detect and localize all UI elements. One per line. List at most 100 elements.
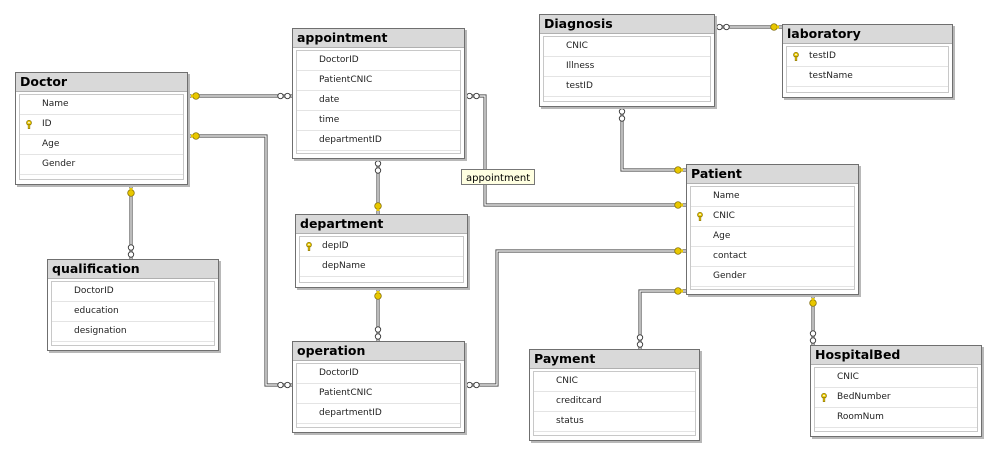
column-row[interactable]: DoctorID <box>297 51 460 71</box>
column-row[interactable]: CNIC <box>691 207 854 227</box>
column-name: contact <box>713 251 747 261</box>
column-name: CNIC <box>837 372 859 382</box>
link-diagnosis-laboratory[interactable] <box>715 23 782 31</box>
primary-key-icon <box>793 52 799 61</box>
column-name: CNIC <box>566 41 588 51</box>
column-row[interactable]: CNIC <box>544 37 710 57</box>
column-list: testID testName <box>786 46 949 93</box>
column-row[interactable]: testID <box>544 77 710 97</box>
column-row[interactable]: date <box>297 91 460 111</box>
column-row[interactable]: PatientCNIC <box>297 384 460 404</box>
column-name: DoctorID <box>319 368 359 378</box>
link-doctor-appointment[interactable] <box>188 92 292 100</box>
column-list: DoctorID PatientCNIC date time departmentID <box>296 50 461 154</box>
relationship-tooltip: appointment <box>461 169 536 185</box>
column-list: CNIC Illness testID <box>543 36 711 102</box>
table-title[interactable]: operation <box>293 342 464 361</box>
column-name: Name <box>713 191 740 201</box>
column-name: Name <box>42 99 69 109</box>
column-name: Gender <box>42 159 76 169</box>
column-row[interactable]: depID <box>300 237 463 257</box>
column-row[interactable]: status <box>534 412 695 432</box>
column-name: Age <box>42 139 60 149</box>
column-row[interactable]: PatientCNIC <box>297 71 460 91</box>
column-name: testID <box>809 51 836 61</box>
column-row[interactable]: BedNumber <box>815 388 977 408</box>
table-title[interactable]: HospitalBed <box>811 346 981 365</box>
column-row[interactable]: departmentID <box>297 404 460 424</box>
link-patient-hospitalbed[interactable] <box>809 295 817 345</box>
link-patient-payment[interactable] <box>636 287 686 349</box>
column-row[interactable]: designation <box>52 322 214 342</box>
column-name: Gender <box>713 271 747 281</box>
column-list: depID depName <box>299 236 464 283</box>
table-title[interactable]: Patient <box>687 165 858 184</box>
column-row[interactable]: CNIC <box>815 368 977 388</box>
table-title[interactable]: Diagnosis <box>540 15 714 34</box>
column-name: PatientCNIC <box>319 75 373 85</box>
primary-key-icon <box>26 120 32 129</box>
primary-key-icon <box>821 393 827 402</box>
link-appointment-department[interactable] <box>374 159 382 214</box>
column-name: depID <box>322 241 349 251</box>
primary-key-icon <box>697 212 703 221</box>
table-laboratory[interactable]: laboratory testID testName <box>782 24 953 98</box>
column-row[interactable]: Age <box>20 135 183 155</box>
column-row[interactable]: ID <box>20 115 183 135</box>
table-title[interactable]: Doctor <box>16 73 187 92</box>
column-row[interactable]: depName <box>300 257 463 277</box>
table-title[interactable]: department <box>296 215 467 234</box>
column-row[interactable]: Name <box>691 187 854 207</box>
column-row[interactable]: Illness <box>544 57 710 77</box>
table-title[interactable]: appointment <box>293 29 464 48</box>
column-name: ID <box>42 119 52 129</box>
column-row[interactable]: testName <box>787 67 948 87</box>
link-doctor-qualification[interactable] <box>127 185 135 259</box>
link-diagnosis-patient[interactable] <box>618 107 686 174</box>
column-row[interactable]: Gender <box>691 267 854 287</box>
table-department[interactable]: department depID depName <box>295 214 468 288</box>
table-title[interactable]: qualification <box>48 260 218 279</box>
column-row[interactable]: CNIC <box>534 372 695 392</box>
column-row[interactable]: DoctorID <box>297 364 460 384</box>
link-department-operation[interactable] <box>374 288 382 341</box>
column-row[interactable]: Gender <box>20 155 183 175</box>
column-row[interactable]: Name <box>20 95 183 115</box>
column-row[interactable]: RoomNum <box>815 408 977 428</box>
column-row[interactable]: time <box>297 111 460 131</box>
column-name: date <box>319 95 340 105</box>
column-name: PatientCNIC <box>319 388 373 398</box>
column-name: depName <box>322 261 366 271</box>
column-name: time <box>319 115 340 125</box>
link-appointment-patient[interactable] <box>465 92 686 209</box>
table-title[interactable]: laboratory <box>783 25 952 44</box>
column-name: testID <box>566 81 593 91</box>
column-row[interactable]: contact <box>691 247 854 267</box>
column-name: education <box>74 306 119 316</box>
column-row[interactable]: departmentID <box>297 131 460 151</box>
column-row[interactable]: Age <box>691 227 854 247</box>
column-name: departmentID <box>319 135 382 145</box>
column-name: DoctorID <box>319 55 359 65</box>
column-name: BedNumber <box>837 392 891 402</box>
column-row[interactable]: education <box>52 302 214 322</box>
column-name: Illness <box>566 61 595 71</box>
column-name: testName <box>809 71 853 81</box>
table-title[interactable]: Payment <box>530 350 699 369</box>
column-name: RoomNum <box>837 412 884 422</box>
column-row[interactable]: creditcard <box>534 392 695 412</box>
column-row[interactable]: testID <box>787 47 948 67</box>
column-name: departmentID <box>319 408 382 418</box>
column-row[interactable]: DoctorID <box>52 282 214 302</box>
